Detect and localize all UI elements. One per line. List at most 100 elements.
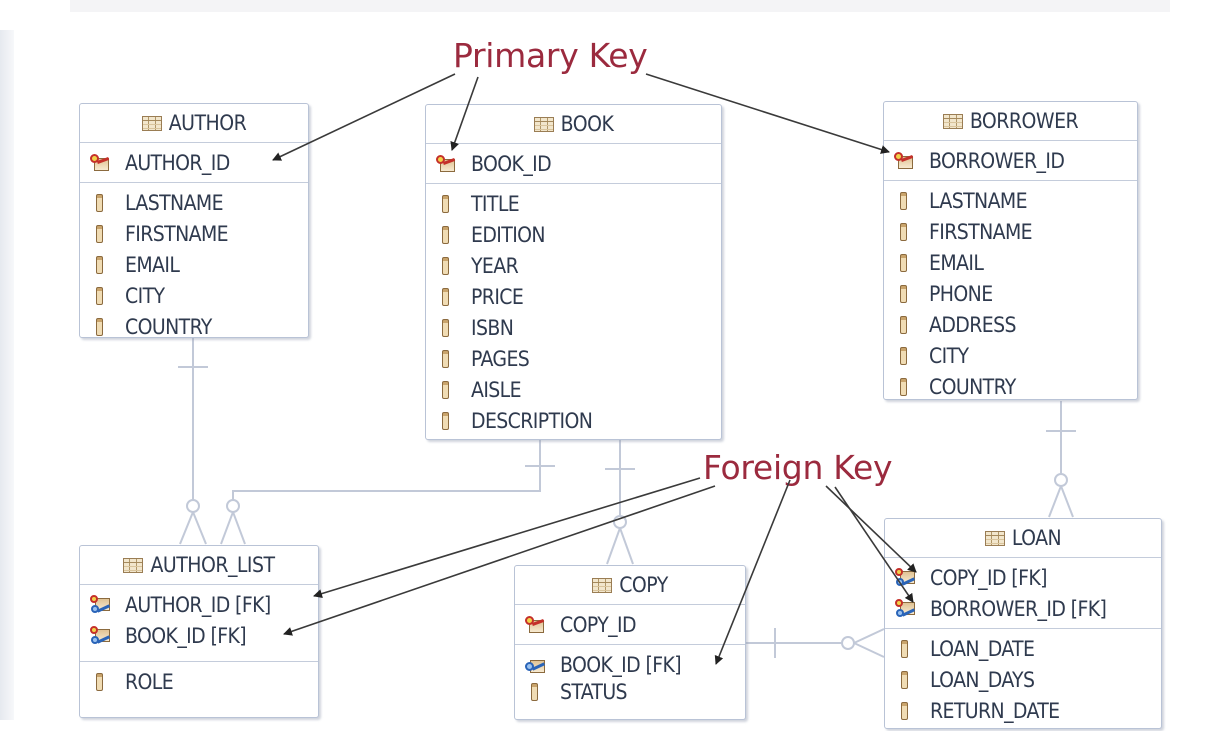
column-icon — [442, 225, 449, 244]
column-name: PRICE — [471, 284, 524, 309]
column-name: AUTHOR_ID [FK] — [125, 592, 271, 617]
key-section: COPY_ID — [515, 605, 745, 645]
column-icon — [900, 222, 907, 241]
pk-arrow-author — [272, 73, 456, 161]
entity-copy[interactable]: COPY COPY_ID BOOK_ID [FK] STATUS — [514, 565, 746, 720]
column-row[interactable]: TITLE — [426, 188, 721, 219]
column-name: BORROWER_ID — [929, 148, 1065, 173]
column-name: TITLE — [471, 191, 520, 216]
entity-loan[interactable]: LOAN COPY_ID [FK] BORROWER_ID [FK] LOAN_… — [884, 518, 1162, 729]
column-name: DESCRIPTION — [471, 408, 593, 433]
pk-arrow-borrower — [645, 73, 890, 154]
column-row[interactable]: COUNTRY — [80, 311, 308, 342]
column-icon — [442, 287, 449, 306]
column-row[interactable]: ROLE — [80, 666, 318, 697]
entity-title: BOOK — [560, 112, 614, 136]
column-row[interactable]: ADDRESS — [884, 309, 1137, 340]
column-row[interactable]: AUTHOR_ID [FK] — [80, 589, 318, 620]
column-name: STATUS — [560, 679, 628, 704]
column-icon — [96, 193, 103, 212]
column-name: ADDRESS — [929, 312, 1016, 337]
attribute-section: LASTNAME FIRSTNAME EMAIL CITY COUNTRY — [80, 183, 308, 346]
column-row[interactable]: YEAR — [426, 250, 721, 281]
column-icon — [96, 255, 103, 274]
entity-author-list[interactable]: AUTHOR_LIST AUTHOR_ID [FK] BOOK_ID [FK] … — [79, 545, 319, 718]
left-edge-strip — [0, 30, 14, 720]
fk-arrow-author-list-2 — [283, 485, 716, 636]
column-row[interactable]: PRICE — [426, 281, 721, 312]
foreign-key-icon — [525, 655, 547, 675]
column-row[interactable]: EMAIL — [884, 247, 1137, 278]
entity-title: AUTHOR_LIST — [150, 553, 275, 577]
column-row[interactable]: LASTNAME — [884, 185, 1137, 216]
entity-title: AUTHOR — [168, 111, 247, 135]
column-row[interactable]: CITY — [80, 280, 308, 311]
entity-header: BORROWER — [884, 102, 1137, 141]
column-name: LOAN_DAYS — [930, 667, 1035, 692]
column-name: RETURN_DATE — [930, 698, 1060, 723]
attribute-section: TITLE EDITION YEAR PRICE ISBN PAGES AISL… — [426, 184, 721, 440]
column-row[interactable]: LASTNAME — [80, 187, 308, 218]
column-row[interactable]: AUTHOR_ID — [80, 147, 308, 178]
column-row[interactable]: STATUS — [515, 676, 745, 707]
column-row[interactable]: PHONE — [884, 278, 1137, 309]
key-section: COPY_ID [FK] BORROWER_ID [FK] — [885, 558, 1161, 629]
primary-key-icon — [894, 151, 916, 171]
column-row[interactable]: FIRSTNAME — [80, 218, 308, 249]
column-icon — [901, 701, 908, 720]
column-name: AUTHOR_ID — [125, 150, 230, 175]
column-icon — [900, 315, 907, 334]
primary-key-callout: Primary Key — [453, 36, 648, 75]
column-name: CITY — [125, 283, 165, 308]
column-icon — [901, 639, 908, 658]
entity-book[interactable]: BOOK BOOK_ID TITLE EDITION YEAR PRICE IS… — [425, 104, 722, 440]
column-row[interactable]: BOOK_ID [FK] — [80, 620, 318, 651]
primary-key-icon — [90, 153, 112, 173]
column-icon — [900, 253, 907, 272]
primary-foreign-key-icon — [895, 598, 917, 619]
table-icon — [592, 577, 613, 593]
foreign-key-callout: Foreign Key — [703, 448, 893, 487]
column-row[interactable]: LOAN_DAYS — [885, 664, 1161, 695]
entity-borrower[interactable]: BORROWER BORROWER_ID LASTNAME FIRSTNAME … — [883, 101, 1138, 400]
attribute-section: LASTNAME FIRSTNAME EMAIL PHONE ADDRESS C… — [884, 181, 1137, 406]
column-name: LASTNAME — [929, 188, 1028, 213]
primary-key-icon — [525, 615, 547, 635]
column-name: EMAIL — [929, 250, 984, 275]
column-row[interactable]: EDITION — [426, 219, 721, 250]
column-row[interactable]: CITY — [884, 340, 1137, 371]
column-row[interactable]: COUNTRY — [884, 371, 1137, 402]
column-name: AISLE — [471, 377, 522, 402]
fk-arrow-loan-copy — [825, 485, 917, 573]
attribute-section: ROLE — [80, 662, 318, 701]
column-row[interactable]: LOAN_DATE — [885, 633, 1161, 664]
key-section: AUTHOR_ID — [80, 143, 308, 183]
entity-title: COPY — [619, 573, 668, 597]
column-row[interactable]: COPY_ID — [515, 609, 745, 640]
key-section: AUTHOR_ID [FK] BOOK_ID [FK] — [80, 585, 318, 662]
table-icon — [141, 115, 162, 131]
column-row[interactable]: AISLE — [426, 374, 721, 405]
column-row[interactable]: DESCRIPTION — [426, 405, 721, 436]
column-name: COUNTRY — [929, 374, 1016, 399]
entity-title: LOAN — [1011, 526, 1062, 550]
pk-arrow-book — [450, 76, 479, 151]
column-row[interactable]: BOOK_ID — [426, 148, 721, 179]
column-row[interactable]: FIRSTNAME — [884, 216, 1137, 247]
column-row[interactable]: PAGES — [426, 343, 721, 374]
attribute-section: LOAN_DATE LOAN_DAYS RETURN_DATE — [885, 629, 1161, 730]
column-row[interactable]: BOOK_ID [FK] — [515, 649, 745, 680]
column-row[interactable]: BORROWER_ID [FK] — [885, 593, 1161, 624]
table-icon — [123, 557, 144, 573]
attribute-section: BOOK_ID [FK] STATUS — [515, 645, 745, 711]
column-row[interactable]: COPY_ID [FK] — [885, 562, 1161, 593]
entity-author[interactable]: AUTHOR AUTHOR_ID LASTNAME FIRSTNAME EMAI… — [79, 103, 309, 339]
column-row[interactable]: EMAIL — [80, 249, 308, 280]
column-name: COUNTRY — [125, 314, 212, 339]
column-name: EMAIL — [125, 252, 180, 277]
column-row[interactable]: BORROWER_ID — [884, 145, 1137, 176]
column-row[interactable]: ISBN — [426, 312, 721, 343]
fk-arrow-loan-borrower — [834, 486, 914, 603]
column-row[interactable]: RETURN_DATE — [885, 695, 1161, 726]
